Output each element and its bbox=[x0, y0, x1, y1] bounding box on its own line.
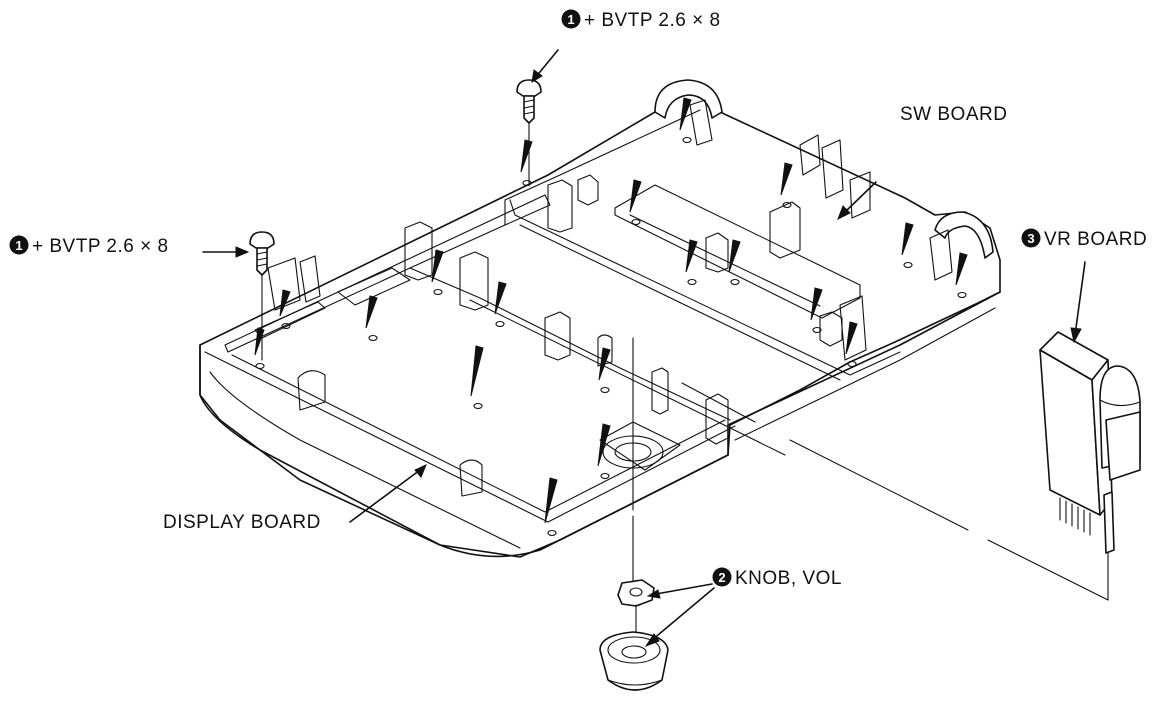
screw-left bbox=[202, 231, 275, 361]
svg-text:1: 1 bbox=[567, 12, 574, 27]
callout-number-1-icon bbox=[561, 9, 581, 29]
label-display-board: DISPLAY BOARD bbox=[163, 512, 321, 533]
hook-markers bbox=[254, 97, 968, 524]
svg-text:1: 1 bbox=[15, 238, 22, 253]
label-knob-vol-text: KNOB, VOL bbox=[735, 568, 842, 589]
label-screw-left: 1 + BVTP 2.6 × 8 bbox=[9, 235, 169, 257]
label-vr-board: 3 VR BOARD bbox=[1021, 228, 1147, 250]
svg-text:3: 3 bbox=[1027, 231, 1034, 246]
label-screw-top: 1 + BVTP 2.6 × 8 bbox=[561, 9, 721, 31]
callout-number-1-icon bbox=[9, 235, 29, 255]
label-sw-board: SW BOARD bbox=[900, 104, 1007, 125]
sw-board-leader bbox=[844, 181, 877, 213]
rear-tower-left bbox=[654, 79, 723, 119]
screw-holes bbox=[255, 136, 967, 537]
label-screw-left-text: + BVTP 2.6 × 8 bbox=[32, 236, 169, 257]
knob-vol-part bbox=[599, 337, 715, 691]
screw-top bbox=[516, 49, 559, 184]
callout-number-3-icon bbox=[1021, 228, 1041, 248]
rear-tower-right bbox=[934, 211, 994, 259]
label-knob-vol: 2 KNOB, VOL bbox=[712, 567, 842, 589]
svg-text:2: 2 bbox=[718, 570, 725, 585]
label-vr-board-text: VR BOARD bbox=[1044, 229, 1147, 250]
display-board-leader bbox=[349, 469, 421, 523]
label-screw-top-text: + BVTP 2.6 × 8 bbox=[584, 10, 721, 31]
vr-board-part bbox=[681, 261, 1141, 601]
main-case bbox=[199, 79, 1001, 558]
callout-number-2-icon bbox=[712, 567, 732, 587]
